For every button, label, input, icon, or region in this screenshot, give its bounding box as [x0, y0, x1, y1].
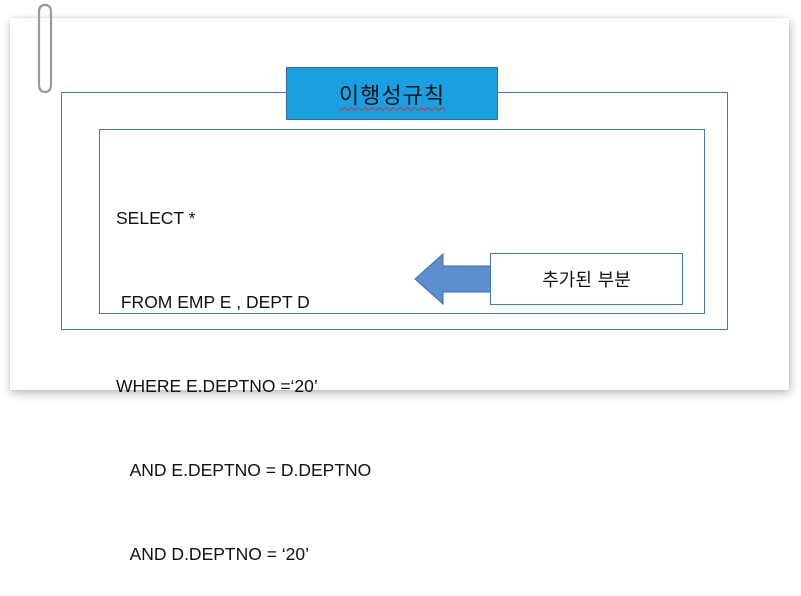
sql-line: AND E.DEPTNO = D.DEPTNO	[116, 460, 372, 480]
sql-frame	[99, 129, 705, 314]
title-text: 이행성규칙	[338, 83, 446, 109]
callout-box: 추가된 부분	[490, 253, 683, 305]
sql-line: AND D.DEPTNO = ‘20’	[116, 544, 310, 564]
sql-line: FROM EMP E , DEPT D	[116, 292, 310, 312]
arrow-left-icon	[414, 252, 494, 306]
sql-code: SELECT * FROM EMP E , DEPT D WHERE E.DEP…	[116, 148, 371, 596]
sql-line: SELECT *	[116, 208, 196, 228]
title-box: 이행성규칙	[286, 67, 498, 120]
paperclip-icon	[37, 3, 53, 94]
callout-text: 추가된 부분	[542, 270, 631, 291]
sql-line: WHERE E.DEPTNO =‘20’	[116, 376, 318, 396]
